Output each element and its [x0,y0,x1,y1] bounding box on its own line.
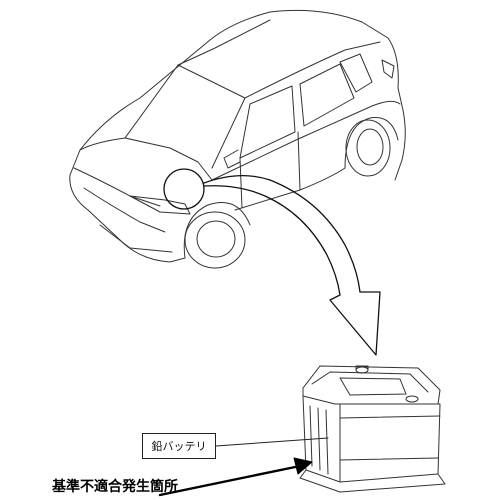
vehicle-window-quarter [339,53,373,93]
vehicle-hood [79,137,213,181]
battery-leader-line [215,437,329,447]
battery-terminal-positive [355,366,369,374]
battery-side-band [339,415,441,419]
battery-side [339,403,441,483]
vehicle-front-tire [184,211,246,269]
vehicle-grille-lower [83,187,166,233]
battery-top-ridge [311,371,429,393]
battery-front-ribs [309,405,329,475]
vehicle-window-front [239,85,296,159]
battery-front [302,395,341,483]
battery-side-band-2 [339,457,439,461]
vehicle-mirror [223,149,241,169]
battery-terminal-negative [405,395,419,403]
arrow-shaft-inner [203,185,341,296]
vehicle-windshield [124,64,246,169]
vehicle-front-face [69,149,186,263]
battery-top [302,365,441,405]
vehicle-window-rear [299,63,355,127]
battery-label-box: 鉛バッテリ [142,433,216,459]
defect-location-label: 基準不適合発生箇所 [52,479,178,495]
vehicle-icon [69,9,406,269]
vehicle-bumper [99,224,173,253]
vehicle-windshield-top [177,19,271,66]
vehicle-front-rim [196,220,236,258]
vehicle-belt-line [211,100,401,181]
vehicle-rear-wheel-arch [344,116,399,169]
battery-icon [299,365,446,493]
vehicle-grille [73,167,161,207]
vehicle-roof-outline [79,9,406,181]
vehicle-rear-taillight [381,59,395,79]
vehicle-door-line-2 [297,131,301,191]
battery-base [299,469,446,493]
vehicle-rear-tire [345,119,391,177]
vehicle-rear-rim [356,128,384,166]
vehicle-front-wheel-arch [183,202,251,259]
arrow-head [329,291,381,356]
arrow-shaft [203,175,361,293]
vehicle-door-line [239,157,243,209]
vehicle-roof-rail [244,41,381,99]
location-circle-icon [163,168,205,210]
battery-terminal-post [355,365,369,371]
defect-pointer-icon [158,457,313,497]
curved-arrow-icon [203,175,381,356]
battery-top-inner [339,377,407,396]
vehicle-lower-side [234,167,346,211]
